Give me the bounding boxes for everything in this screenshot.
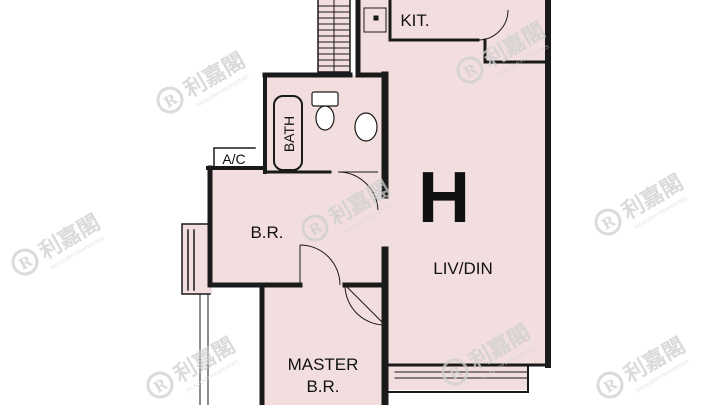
- walls: [181, 0, 551, 405]
- upper-hall-area: [358, 40, 548, 75]
- watermark-logo: R 利嘉閣 RICACORP PROPERTIES: [596, 333, 691, 399]
- bedroom-label: B.R.: [250, 223, 283, 242]
- room-labels: KIT. BATH A/C B.R. H LIV/DIN MASTER B.R.: [222, 11, 492, 396]
- living-dining-area: [385, 75, 548, 365]
- master-label-line2: B.R.: [306, 377, 339, 396]
- balcony-edge: [384, 364, 529, 393]
- toilet-tank: [311, 91, 339, 107]
- master-door: [344, 284, 386, 326]
- living-dining-label: LIV/DIN: [433, 259, 493, 278]
- doors: [299, 9, 509, 326]
- watermark-logo: R 利嘉閣 RICACORP PROPERTIES: [11, 210, 106, 276]
- bedroom-area: [210, 170, 385, 285]
- master-label-line1: MASTER: [288, 355, 359, 374]
- watermark-logo: R 利嘉閣 RICACORP PROPERTIES: [146, 333, 241, 399]
- ac-label: A/C: [222, 151, 245, 167]
- stair-treads: [318, 0, 350, 72]
- bath-door: [337, 171, 379, 211]
- kitchen-label: KIT.: [400, 11, 429, 30]
- bedroom-door: [299, 244, 341, 286]
- unit-letter: H: [418, 158, 470, 238]
- bath-label: BATH: [281, 116, 297, 152]
- toilet-bowl: [315, 105, 335, 131]
- bath-fixtures: [273, 91, 378, 171]
- kitchen-sink: [363, 7, 387, 33]
- balcony-rail: [394, 371, 529, 379]
- kitchen-partition: [388, 0, 480, 42]
- bay-window: [181, 223, 211, 295]
- ac-niche: [213, 147, 256, 169]
- watermark-logo: R 利嘉閣 RICACORP PROPERTIES: [156, 48, 251, 114]
- bath-tub: [273, 95, 303, 171]
- wash-basin: [354, 112, 378, 142]
- outer-line-left: [199, 293, 209, 405]
- watermark-logo: R 利嘉閣 RICACORP PROPERTIES: [594, 170, 689, 236]
- kitchen-door: [477, 9, 509, 41]
- kitchen-right-partition: [483, 38, 550, 64]
- bay-window-area: [182, 224, 212, 294]
- kitchen-wall: [355, 0, 388, 78]
